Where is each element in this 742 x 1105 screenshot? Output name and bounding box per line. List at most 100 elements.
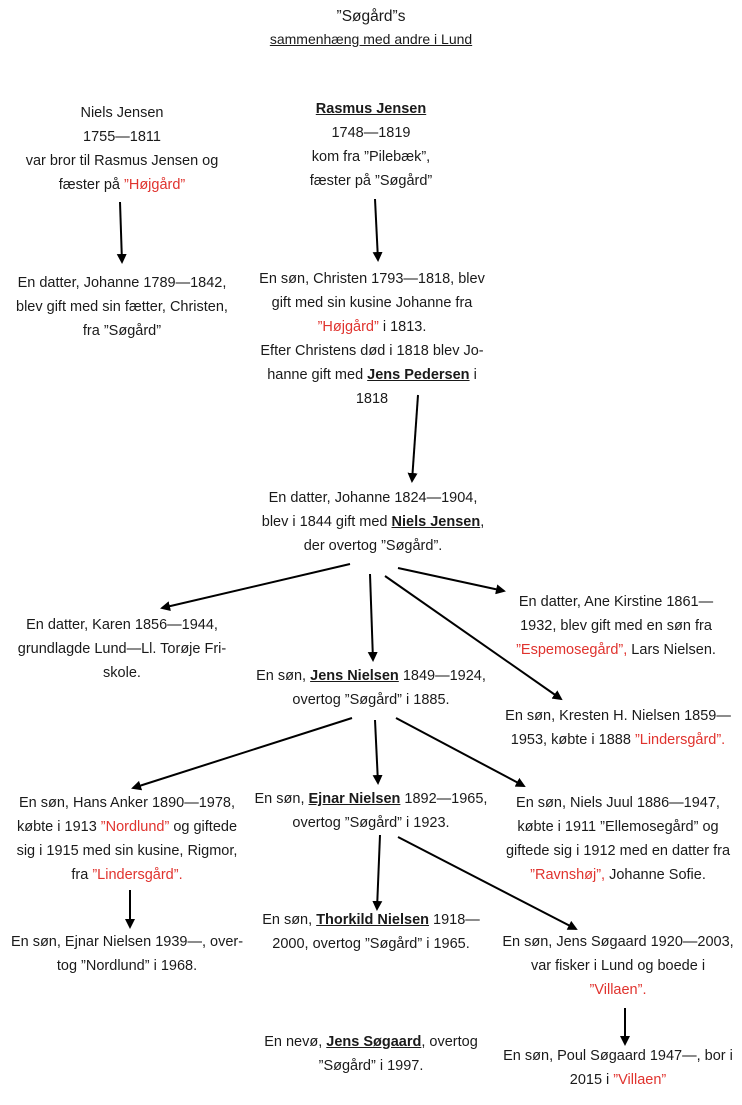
arrow-to-kresten [384,575,563,701]
arrow-to-ejnar-1892 [372,719,383,785]
node-kresten: En søn, Kresten H. Nielsen 1859— 1953, k… [496,704,740,752]
node-text-line: hanne gift med Jens Pedersen i [247,363,497,387]
node-text: En søn, Jens Søgaard 1920—2003, [502,934,734,950]
place-name: ”Lindersgård”. [92,867,183,883]
node-text: En nevø, [264,1034,327,1050]
arrow-to-ane [397,567,506,595]
node-ejnar-nielsen-1939: En søn, Ejnar Nielsen 1939—, over- tog ”… [2,930,252,978]
arrow-christen-to-johanne-1824 [407,394,419,483]
node-text: var bror til Rasmus Jensen og [25,153,219,169]
place-name: ”Nordlund” [100,819,170,835]
node-text: 2000, overtog ”Søgård” i 1965. [272,936,470,952]
place-name: ”Højgård” [317,319,379,335]
page-subtitle: sammenhæng med andre i Lund [269,31,473,47]
node-text: i 1813. [378,319,427,335]
node-text: fra [71,867,93,883]
node-text: En datter, Karen 1856—1944, [26,617,218,633]
node-text: Niels Jensen [80,105,164,121]
node-text: En søn, Hans Anker 1890—1978, [18,795,236,811]
node-text-line: En nevø, Jens Søgaard, overtog [251,1030,491,1054]
place-name: ”Lindersgård”. [634,732,726,748]
person-name: Niels Jensen [391,514,481,530]
node-text: 1849—1924, [398,668,486,684]
node-text: 1932, blev gift med en søn fra [520,618,712,634]
node-text-line: ”Espemosegård”, Lars Nielsen. [496,638,736,662]
node-text: 2015 i [569,1072,614,1088]
node-text: gift med sin kusine Johanne fra [271,295,473,311]
node-text-line: En søn, Thorkild Nielsen 1918— [251,908,491,932]
arrow-to-hans [131,717,353,791]
node-text: fæster på ”Søgård” [309,173,433,189]
person-name: Jens Pedersen [367,367,470,383]
place-name: ”Espemosegård”, [516,642,628,658]
node-text: købte i 1913 [16,819,101,835]
arrow-to-thorkild [372,834,383,911]
node-text: blev i 1844 gift med [261,514,392,530]
node-text: , [480,514,485,530]
node-text: købte i 1911 ”Ellemosegård” og [517,819,719,835]
person-name: Jens Søgaard [326,1034,422,1050]
node-thorkild-nielsen: En søn, Thorkild Nielsen 1918— 2000, ove… [251,908,491,956]
node-text: En søn, Christen 1793—1818, blev [259,271,485,287]
node-text: , overtog [421,1034,478,1050]
arrow-niels-to-johanne [116,201,127,264]
node-ane-kirstine: En datter, Ane Kirstine 1861— 1932, blev… [496,590,736,662]
node-text-line: ”Højgård” i 1813. [247,315,497,339]
node-niels-jensen-1755: Niels Jensen 1755—1811 var bror til Rasm… [2,101,242,197]
node-text: En søn, Niels Juul 1886—1947, [516,795,720,811]
arrow-to-niels-juul [395,717,526,787]
node-text-line: En søn, Ejnar Nielsen 1892—1965, [251,787,491,811]
node-text: En søn, Poul Søgaard 1947—, bor i [503,1048,733,1064]
node-text: sig i 1915 med sin kusine, Rigmor, [16,843,238,859]
node-text: En datter, Johanne 1789—1842, [17,275,227,291]
node-rasmus-jensen: Rasmus Jensen 1748—1819 kom fra ”Pilebæk… [251,97,491,193]
node-text: En datter, Ane Kirstine 1861— [518,594,714,610]
person-name: Rasmus Jensen [315,101,427,117]
node-text: i [469,367,477,383]
node-text: blev gift med sin fætter, Christen, [16,299,228,315]
node-christen: En søn, Christen 1793—1818, blev gift me… [247,267,497,411]
person-name: Jens Nielsen [310,668,399,684]
node-text: ”Søgård” i 1997. [318,1058,424,1074]
node-text: skole. [103,665,141,681]
page-title: ”Søgård”s [336,8,406,25]
node-text: hanne gift med [267,367,368,383]
node-text-line: købte i 1913 ”Nordlund” og giftede [2,815,252,839]
node-text: og giftede [169,819,238,835]
node-niels-juul: En søn, Niels Juul 1886—1947, købte i 19… [496,791,740,887]
node-text: En søn, [256,668,311,684]
node-text: grundlagde Lund—Ll. Torøje Fri- [17,641,227,657]
arrow-to-jens-1849 [367,573,378,662]
node-text: 1748—1819 [331,125,411,141]
node-text: En søn, [254,791,309,807]
node-text: overtog ”Søgård” i 1885. [292,692,450,708]
node-text-line: fra ”Lindersgård”. [2,863,252,887]
node-text: fæster på [58,177,125,193]
node-text: Efter Christens død i 1818 blev Jo- [260,343,484,359]
node-text-line: ”Ravnshøj”, Johanne Sofie. [496,863,740,887]
node-jens-nielsen-1849: En søn, Jens Nielsen 1849—1924, overtog … [251,664,491,712]
node-text: En søn, Kresten H. Nielsen 1859— [505,708,731,724]
node-text: En søn, Ejnar Nielsen 1939—, over- [10,934,244,950]
node-text: giftede sig i 1912 med en datter fra [505,843,731,859]
person-name: Ejnar Nielsen [308,791,401,807]
arrow-rasmus-to-christen [372,198,383,262]
node-johanne-1824: En datter, Johanne 1824—1904, blev i 184… [248,486,498,558]
node-text: 1818 [355,391,389,407]
person-name: Thorkild Nielsen [316,912,429,928]
node-text: var fisker i Lund og boede i [530,958,706,974]
node-text: 1755—1811 [83,129,161,145]
node-hans-anker: En søn, Hans Anker 1890—1978, købte i 19… [2,791,252,887]
node-text: En datter, Johanne 1824—1904, [268,490,478,506]
node-text: 1892—1965, [400,791,488,807]
node-text: 1918— [429,912,480,928]
node-text: Lars Nielsen. [627,642,716,658]
place-name: ”Højgård” [124,177,186,193]
node-text-line: 2015 i ”Villaen” [496,1068,740,1092]
node-text-line: blev i 1844 gift med Niels Jensen, [248,510,498,534]
header: ”Søgård”s sammenhæng med andre i Lund [221,5,521,49]
node-text: fra ”Søgård” [82,323,162,339]
node-text: tog ”Nordlund” i 1968. [56,958,198,974]
